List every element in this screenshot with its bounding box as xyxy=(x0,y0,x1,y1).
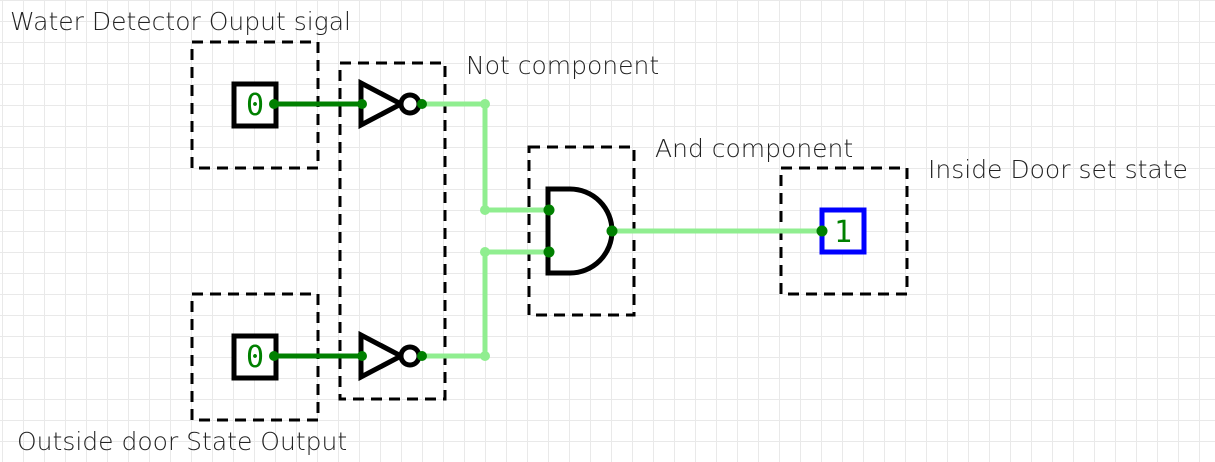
wire-not2-to-and[interactable] xyxy=(419,249,551,359)
wire-joint xyxy=(480,205,490,215)
label-inside-door: Inside Door set state xyxy=(928,155,1188,184)
wire-joint xyxy=(480,99,490,109)
label-outside-door: Outside door State Output xyxy=(17,427,347,456)
pin-not2-out[interactable] xyxy=(417,351,427,361)
pin-and-out[interactable] xyxy=(606,225,618,237)
outside-door-value: 0 xyxy=(246,340,264,375)
pin-and-in-2[interactable] xyxy=(543,246,555,258)
not-component-frame xyxy=(338,61,447,401)
label-not-component: Not component xyxy=(466,51,659,80)
not-gate-1[interactable] xyxy=(358,78,422,130)
and-gate[interactable] xyxy=(545,186,615,276)
water-detector-input[interactable]: 0 xyxy=(231,81,279,129)
label-and-component: And component xyxy=(655,134,853,163)
wire-not1-to-and[interactable] xyxy=(419,101,551,213)
pin-not1-in[interactable] xyxy=(357,99,367,109)
inside-door-output: 1 xyxy=(819,207,867,255)
wire-joint xyxy=(480,247,490,257)
water-detector-value: 0 xyxy=(246,88,264,123)
pin-water-out[interactable] xyxy=(269,99,279,109)
pin-output-in[interactable] xyxy=(816,225,828,237)
label-water-detector: Water Detector Ouput sigal xyxy=(10,7,351,36)
wire-joint xyxy=(480,351,490,361)
pin-not1-out[interactable] xyxy=(417,99,427,109)
pin-and-in-1[interactable] xyxy=(543,204,555,216)
pin-outside-out[interactable] xyxy=(269,351,279,361)
not-gate-2[interactable] xyxy=(358,330,422,382)
pin-not2-in[interactable] xyxy=(357,351,367,361)
inside-door-value: 1 xyxy=(834,215,852,250)
